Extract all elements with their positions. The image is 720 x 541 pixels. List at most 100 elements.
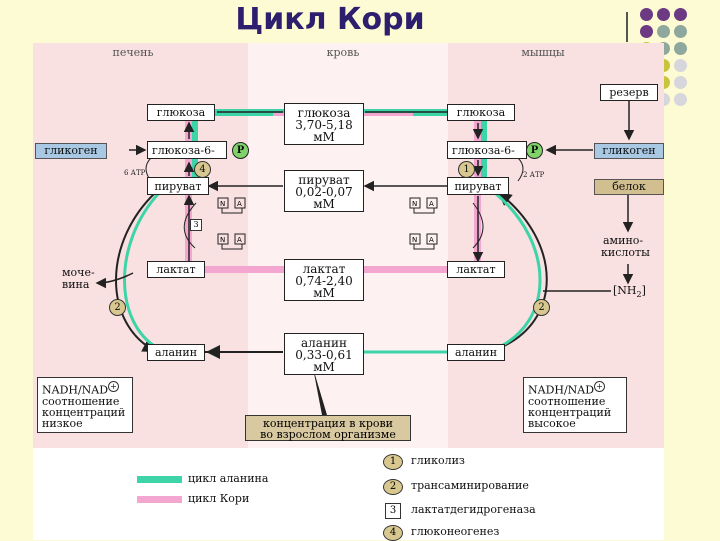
muscle-nadh-plus: +	[594, 381, 605, 392]
legend-step-4-badge: 4	[383, 525, 403, 541]
liver-nadh-line-3: концентраций	[42, 405, 126, 419]
legend-step-4-label: глюконеогенез	[411, 525, 500, 538]
muscle-step-1-badge: 1	[458, 161, 475, 178]
svg-text:A: A	[429, 200, 434, 208]
legend-step-3-label: лактатдегидрогеназа	[411, 503, 536, 516]
muscle-phosphate-badge: P	[526, 142, 543, 159]
blood-glucose-name: глюкоза	[297, 106, 351, 120]
svg-text:A: A	[237, 236, 242, 244]
blood-alanine-range: 0,33-0,61	[295, 348, 353, 362]
blood-lactate-range: 0,74-2,40	[295, 274, 353, 288]
dot	[674, 42, 687, 55]
blood-glucose-range: 3,70-5,18	[295, 118, 353, 132]
liver-nadh-line-2: соотношение	[42, 394, 120, 408]
muscle-glycogen-tag: гликоген	[594, 143, 664, 159]
liver-urea-label-1: моче-	[62, 266, 95, 279]
conc-line-2: во взрослом организме	[260, 428, 396, 441]
muscle-protein-tag: белок	[594, 179, 664, 195]
nh2-end: ]	[641, 284, 646, 297]
muscle-nadh-line-2: соотношение	[528, 394, 606, 408]
legend-step-2-badge: 2	[383, 479, 403, 495]
muscle-reserve-box: резерв	[600, 84, 658, 101]
muscle-nadh-line-4: высокое	[528, 416, 576, 430]
blood-lactate-unit: мМ	[313, 286, 335, 300]
liver-nadh-line-1: NADH/NAD+	[42, 381, 128, 396]
legend-step-1-badge: 1	[383, 454, 403, 470]
muscle-step-2-badge: 2	[533, 299, 550, 316]
dot	[657, 25, 670, 38]
dot	[657, 8, 670, 21]
legend-cori-swatch	[137, 496, 182, 503]
svg-text:N: N	[220, 200, 225, 208]
liver-phosphate-badge: P	[232, 142, 249, 159]
title-rule	[626, 12, 628, 42]
liver-g6p-box: глюкоза-6-	[147, 141, 227, 159]
muscle-nadh-line-1: NADH/NAD+	[528, 381, 622, 396]
blood-concentration-note: концентрация в крови во взрослом организ…	[245, 415, 411, 441]
blood-pyruvate-box: пируват 0,02-0,07 мМ	[284, 170, 364, 212]
muscle-alanine-box: аланин	[447, 344, 505, 361]
muscle-nadh-line-3: концентраций	[528, 405, 612, 419]
liver-lactate-box: лактат	[147, 261, 205, 278]
muscle-column-label: мышцы	[521, 46, 565, 59]
muscle-g6p-label: глюкоза-6-	[452, 143, 515, 157]
blood-lactate-box: лактат 0,74-2,40 мМ	[284, 259, 364, 301]
diagram-panel: печень кровь мышцы	[33, 43, 664, 541]
liver-nadh-plus: +	[108, 381, 119, 392]
blood-lactate-name: лактат	[302, 262, 346, 276]
dot	[640, 25, 653, 38]
muscle-amino-label-2: кислоты	[601, 246, 650, 259]
dot	[674, 25, 687, 38]
blood-pyruvate-name: пируват	[298, 173, 350, 187]
dot	[674, 93, 687, 106]
blood-alanine-name: аланин	[301, 336, 347, 350]
dot	[674, 8, 687, 21]
liver-nadh-ratio: NADH/NAD	[42, 383, 109, 397]
liver-glycogen-tag: гликоген	[35, 143, 107, 159]
legend-step-3-badge: 3	[385, 503, 401, 519]
nh2-sub: 2	[636, 290, 642, 300]
svg-text:N: N	[220, 236, 225, 244]
liver-step-2-badge: 2	[109, 299, 126, 316]
blood-pyruvate-range: 0,02-0,07	[295, 185, 353, 199]
connector-overlay	[95, 101, 635, 415]
legend-step-1-label: гликолиз	[411, 454, 465, 467]
liver-urea-label-2: вина	[62, 278, 90, 291]
blood-glucose-box: глюкоза 3,70-5,18 мМ	[284, 103, 364, 145]
nh2-text: [NH	[613, 284, 637, 297]
liver-g6p-label: глюкоза-6-	[152, 143, 215, 157]
muscle-nh2-label: [NH2]	[613, 285, 646, 300]
muscle-g6p-box: глюкоза-6-	[447, 141, 527, 159]
blood-glucose-unit: мМ	[313, 130, 335, 144]
liver-ldh-badge: 3	[190, 219, 202, 231]
muscle-amino-label-1: амино-	[603, 234, 644, 247]
blood-column-label: кровь	[326, 46, 360, 59]
svg-text:A: A	[237, 200, 242, 208]
liver-nadh-box: NADH/NAD+ соотношение концентраций низко…	[37, 377, 133, 433]
muscle-pyruvate-box: пируват	[447, 177, 509, 195]
slide-title: Цикл Кори	[235, 2, 425, 37]
blood-pyruvate-unit: мМ	[313, 197, 335, 211]
blood-alanine-box: аланин 0,33-0,61 мМ	[284, 333, 364, 375]
liver-glucose-box: глюкоза	[147, 104, 215, 121]
conc-line-1: концентрация в крови	[262, 417, 394, 430]
muscle-glucose-box: глюкоза	[447, 104, 515, 121]
legend-alanine-label: цикл аланина	[188, 472, 269, 485]
liver-atp-label: 6 АТР	[124, 169, 146, 177]
svg-text:N: N	[412, 200, 417, 208]
muscle-nadh-ratio: NADH/NAD	[528, 383, 595, 397]
blood-alanine-unit: мМ	[313, 360, 335, 374]
dot	[674, 76, 687, 89]
legend-cori-label: цикл Кори	[188, 492, 250, 505]
liver-pyruvate-box: пируват	[147, 177, 209, 195]
svg-text:A: A	[429, 236, 434, 244]
dot	[640, 8, 653, 21]
liver-step-4-badge: 4	[194, 161, 211, 178]
muscle-atp-label: 2 АТР	[523, 171, 545, 179]
legend-alanine-swatch	[137, 476, 182, 483]
liver-nadh-line-4: низкое	[42, 416, 83, 430]
